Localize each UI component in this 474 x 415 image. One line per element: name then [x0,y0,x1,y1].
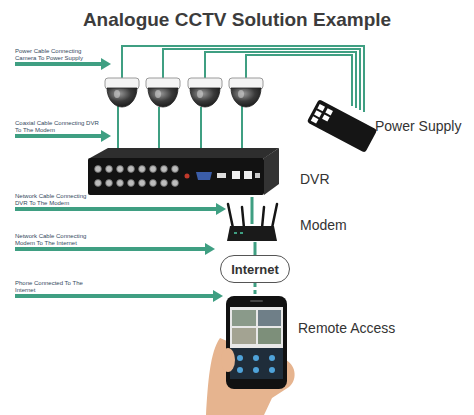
modem-box: Modem [226,224,278,242]
callout-note: Power Cable Connecting Camera To Power S… [15,48,99,62]
node-text: Internet [231,262,279,277]
remote-access-phone: Remote Access [226,296,287,389]
callout-note: Coaxial Cable Connecting DVR To The Mode… [15,120,99,134]
smartphone [226,296,287,389]
hand [206,338,295,415]
dvr-box: DVR [86,147,279,197]
thumb [221,348,235,372]
power-supply-unit [307,99,377,153]
dvr-recorder [88,148,279,195]
dome-camera [229,78,263,107]
power-supply: Power Supply [308,102,372,148]
dome-camera [105,78,139,107]
power-wire [122,46,364,112]
callout-note: Network Cable Connecting Modem To The In… [15,233,99,247]
node-heading: Remote Access [298,320,395,336]
node-heading: Power Supply [375,118,461,134]
cable-connector [254,283,257,296]
node-heading: DVR [300,171,330,187]
coaxial-wire [118,106,242,150]
dome-camera [188,78,222,107]
callout-note: Network Cable Connecting DVR To The Mode… [15,193,99,207]
cable-connector [254,242,257,255]
diagram-title: Analogue CCTV Solution Example [0,9,474,31]
callout-arrow [15,58,226,302]
node-heading: Modem [300,217,347,233]
internet-pill: Internet [220,255,290,283]
cable-connector [251,197,254,224]
dome-camera [146,78,180,107]
callout-note: Phone Connected To The Internet [15,280,99,294]
